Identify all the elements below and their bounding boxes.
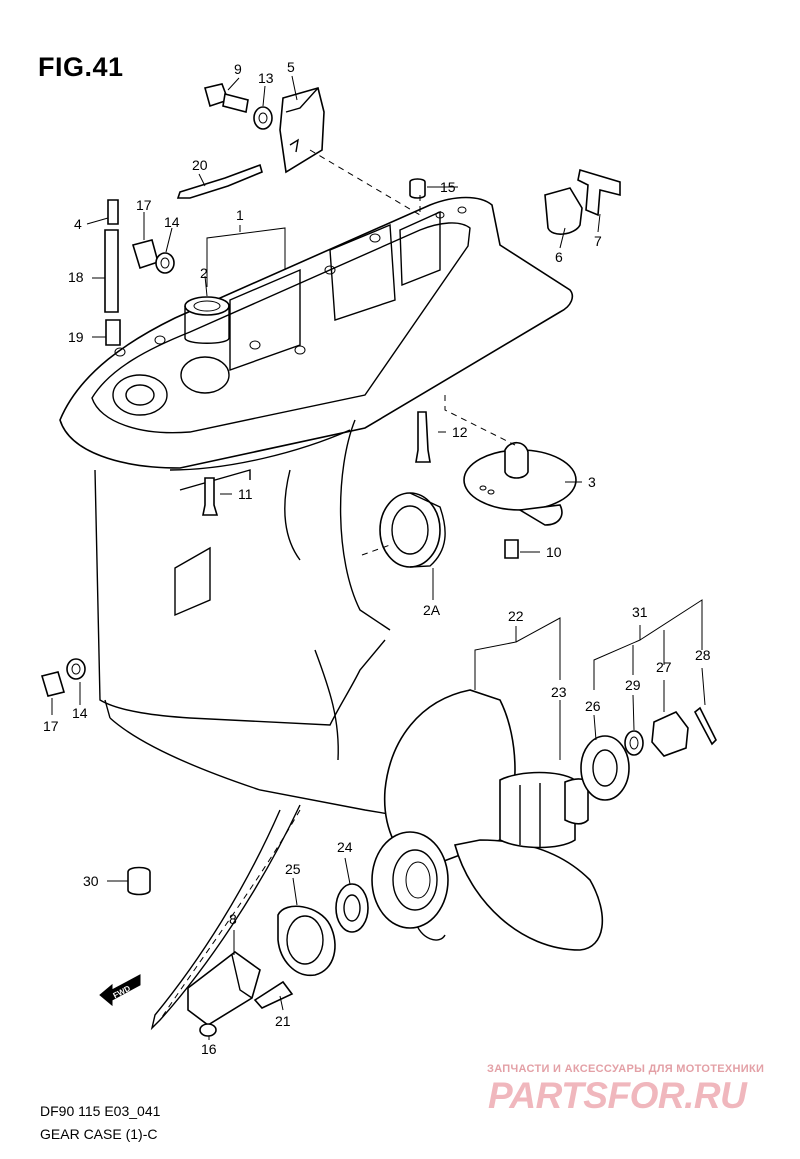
bolt-21 <box>253 980 294 1009</box>
callout-14-upper: 14 <box>164 214 180 230</box>
callout-2: 2 <box>200 265 208 281</box>
cotter-pin-28 <box>693 706 717 746</box>
callout-22: 22 <box>508 608 524 624</box>
callout-17-lower: 17 <box>43 718 59 734</box>
gear-case-housing <box>59 196 574 816</box>
callout-16: 16 <box>201 1041 217 1057</box>
callout-19: 19 <box>68 329 84 345</box>
callout-3: 3 <box>588 474 596 490</box>
callout-11: 11 <box>238 486 253 502</box>
callout-30: 30 <box>83 873 99 889</box>
watermark-tagline: ЗАПЧАСТИ И АКСЕССУАРЫ ДЛЯ МОТОТЕХНИКИ <box>487 1063 765 1075</box>
pin-16 <box>199 1023 217 1037</box>
bolt-10 <box>504 539 519 559</box>
callout-1: 1 <box>236 207 244 223</box>
grease-nipple-4 <box>107 199 119 225</box>
washer-29 <box>624 730 644 756</box>
watermark-logo: PARTSFOR.RU <box>488 1075 747 1116</box>
skeg-outline <box>150 804 301 1031</box>
gasket-14-upper <box>155 252 175 274</box>
spacer-24 <box>335 883 369 933</box>
anode-5 <box>279 87 325 174</box>
nipple-19 <box>105 319 121 346</box>
washer-13 <box>253 106 273 130</box>
callout-14-lower: 14 <box>72 705 88 721</box>
cap-6 <box>544 187 583 235</box>
dowel-pin-15 <box>409 178 426 199</box>
plug-17-lower <box>40 671 66 697</box>
callout-8: 8 <box>229 911 237 927</box>
bolt-12 <box>415 411 431 463</box>
plug-30 <box>127 866 151 896</box>
callout-31: 31 <box>632 604 648 620</box>
callout-labels: 9 13 5 20 17 14 4 1 2 18 19 15 6 7 12 11… <box>43 59 711 1057</box>
callout-28: 28 <box>695 647 711 663</box>
tube-18 <box>104 229 119 313</box>
leader-lines <box>51 75 706 1040</box>
callout-13: 13 <box>258 70 274 86</box>
callout-5: 5 <box>287 59 295 75</box>
callout-20: 20 <box>192 157 208 173</box>
callout-27: 27 <box>656 659 672 675</box>
anode-8 <box>187 951 261 1026</box>
thrust-washer-25 <box>277 905 336 976</box>
callout-18: 18 <box>68 269 84 285</box>
nut-27 <box>651 711 689 757</box>
callout-7: 7 <box>594 233 602 249</box>
bearing-2A <box>379 492 446 568</box>
callout-12: 12 <box>452 424 468 440</box>
clip-20 <box>176 163 263 199</box>
callout-15: 15 <box>440 179 456 195</box>
callout-17-upper: 17 <box>136 197 152 213</box>
callout-24: 24 <box>337 839 353 855</box>
callout-2A: 2A <box>423 602 441 618</box>
callout-10: 10 <box>546 544 562 560</box>
callout-9: 9 <box>234 61 242 77</box>
callout-29: 29 <box>625 677 641 693</box>
callout-21: 21 <box>275 1013 291 1029</box>
bracket-7 <box>577 168 621 217</box>
gasket-14-lower <box>66 658 86 680</box>
thrust-washer-26 <box>580 735 630 801</box>
forward-direction-arrow: FWD <box>99 974 141 1007</box>
bolt-9 <box>204 83 249 113</box>
propeller <box>371 689 604 951</box>
figure-caption: GEAR CASE (1)-C <box>40 1126 158 1142</box>
callout-25: 25 <box>285 861 301 877</box>
trim-tab-3 <box>463 441 577 526</box>
model-code: DF90 115 E03_041 <box>40 1103 161 1119</box>
callout-6: 6 <box>555 249 563 265</box>
plug-17-upper <box>131 239 159 270</box>
bolt-11 <box>202 477 219 516</box>
callout-4: 4 <box>74 216 82 232</box>
figure-title: FIG.41 <box>38 52 124 82</box>
alignment-lines <box>159 149 516 1021</box>
callout-23: 23 <box>551 684 567 700</box>
callout-26: 26 <box>585 698 601 714</box>
